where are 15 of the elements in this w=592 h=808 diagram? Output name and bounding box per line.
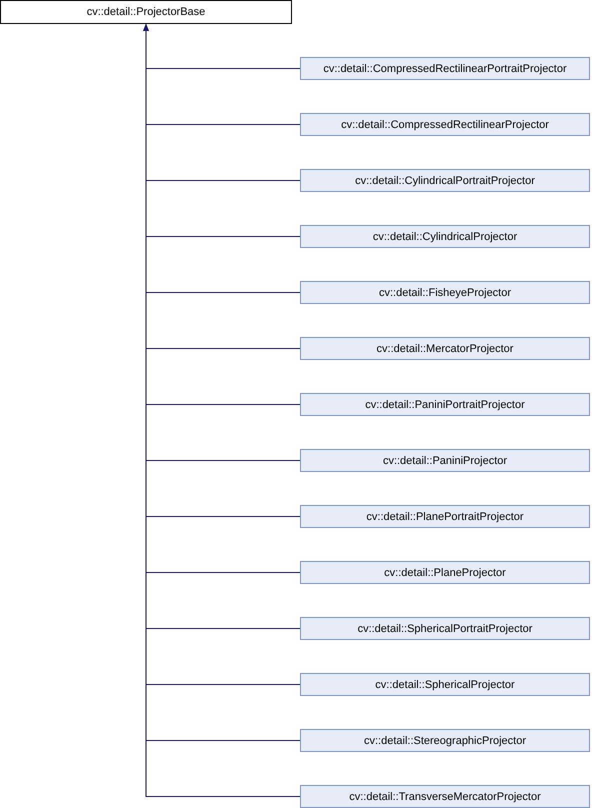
class-box: cv::detail::MercatorProjector: [300, 337, 590, 360]
class-box: cv::detail::CompressedRectilinearProjector: [300, 113, 590, 136]
class-box: cv::detail::PlanePortraitProjector: [300, 505, 590, 528]
class-box: cv::detail::SphericalPortraitProjector: [300, 617, 590, 640]
class-box: cv::detail::StereographicProjector: [300, 729, 590, 752]
class-box: cv::detail::FisheyeProjector: [300, 281, 590, 304]
class-box: cv::detail::PlaneProjector: [300, 561, 590, 584]
class-box: cv::detail::PaniniProjector: [300, 449, 590, 472]
class-box: cv::detail::PaniniPortraitProjector: [300, 393, 590, 416]
class-box: cv::detail::ProjectorBase: [0, 0, 292, 24]
class-box: cv::detail::CompressedRectilinearPortraitProjector: [300, 57, 590, 80]
class-box: cv::detail::SphericalProjector: [300, 673, 590, 696]
class-box: cv::detail::CylindricalProjector: [300, 225, 590, 248]
class-box: cv::detail::TransverseMercatorProjector: [300, 785, 590, 808]
class-box: cv::detail::CylindricalPortraitProjector: [300, 169, 590, 192]
